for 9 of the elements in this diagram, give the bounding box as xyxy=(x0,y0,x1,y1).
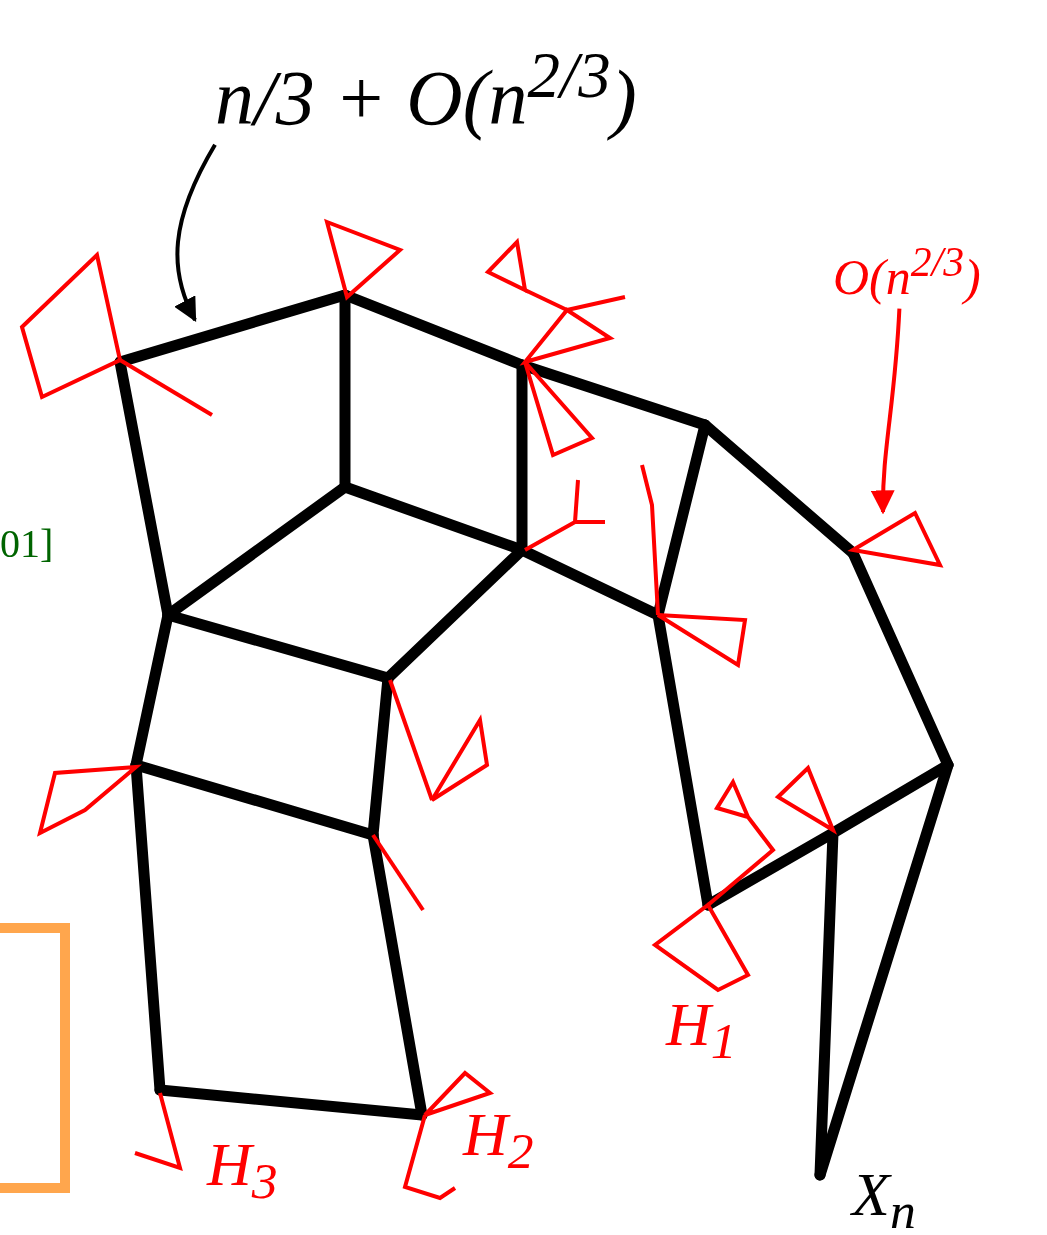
leader-arrow xyxy=(871,308,902,515)
leader-arrow xyxy=(174,143,217,323)
formula-text: O(n$^{2/3}$) xyxy=(833,240,981,305)
citation-text: 01] xyxy=(0,522,54,566)
formula-text: n/3 + O(n$^{2/3}$) xyxy=(215,40,637,141)
subgraph-label: H$_{3}$ xyxy=(207,1130,278,1211)
vertex-label: X$_{n}$ xyxy=(852,1160,916,1235)
subgraph-label: H$_{1}$ xyxy=(666,990,737,1071)
subgraph-label: H$_{2}$ xyxy=(463,1100,534,1181)
